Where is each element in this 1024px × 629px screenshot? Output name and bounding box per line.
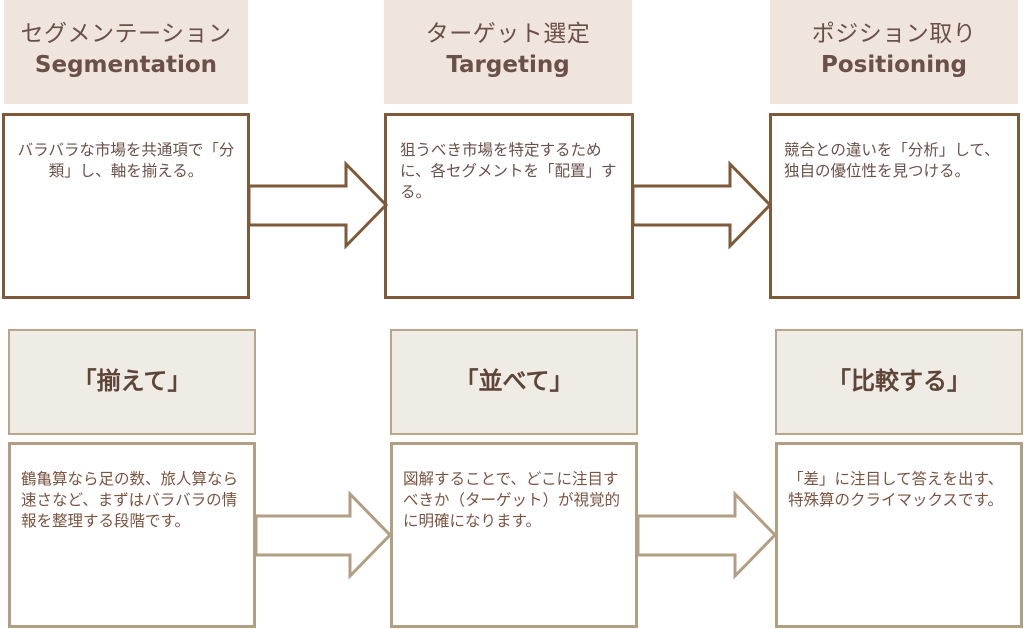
segmentation-description-box: バラバラな市場を共通項で「分類」し、軸を揃える。 [2, 113, 250, 299]
align-header: 「揃えて」 [8, 329, 256, 435]
align-title: 「揃えて」 [72, 367, 192, 395]
right-arrow-icon [631, 160, 773, 250]
targeting-title-jp: ターゲット選定 [425, 21, 591, 47]
targeting-header: ターゲット選定 Targeting [384, 0, 632, 104]
segmentation-title-jp: セグメンテーション [20, 21, 232, 47]
targeting-description: 狙うべき市場を特定するために、各セグメントを「配置」する。 [400, 141, 617, 201]
positioning-description-box: 競合との違いを「分析」して、独自の優位性を見つける。 [769, 113, 1020, 299]
right-arrow-icon [247, 160, 389, 250]
segmentation-description: バラバラな市場を共通項で「分類」し、軸を揃える。 [17, 141, 235, 180]
positioning-title-en: Positioning [820, 52, 967, 78]
positioning-title-jp: ポジション取り [811, 21, 977, 47]
segmentation-title-en: Segmentation [34, 52, 218, 78]
right-arrow-icon [636, 490, 778, 580]
compare-description-box: 「差」に注目して答えを出す、特殊算のクライマックスです。 [775, 442, 1023, 628]
right-arrow-icon [254, 490, 393, 580]
positioning-description: 競合との違いを「分析」して、独自の優位性を見つける。 [784, 141, 1000, 180]
arrange-description: 図解することで、どこに注目すべきか（ターゲット）が視覚的に明確になります。 [403, 470, 621, 530]
targeting-description-box: 狙うべき市場を特定するために、各セグメントを「配置」する。 [384, 113, 634, 299]
targeting-title-en: Targeting [446, 52, 570, 78]
arrange-description-box: 図解することで、どこに注目すべきか（ターゲット）が視覚的に明確になります。 [390, 442, 638, 628]
align-description-box: 鶴亀算なら足の数、旅人算なら速さなど、まずはバラバラの情報を整理する段階です。 [8, 442, 256, 628]
align-description: 鶴亀算なら足の数、旅人算なら速さなど、まずはバラバラの情報を整理する段階です。 [21, 470, 239, 530]
compare-description: 「差」に注目して答えを出す、特殊算のクライマックスです。 [788, 470, 1004, 509]
segmentation-header: セグメンテーション Segmentation [4, 0, 248, 104]
compare-header: 「比較する」 [775, 329, 1023, 435]
arrange-header: 「並べて」 [390, 329, 638, 435]
arrange-title: 「並べて」 [454, 367, 574, 395]
positioning-header: ポジション取り Positioning [770, 0, 1018, 104]
compare-title: 「比較する」 [827, 367, 971, 395]
